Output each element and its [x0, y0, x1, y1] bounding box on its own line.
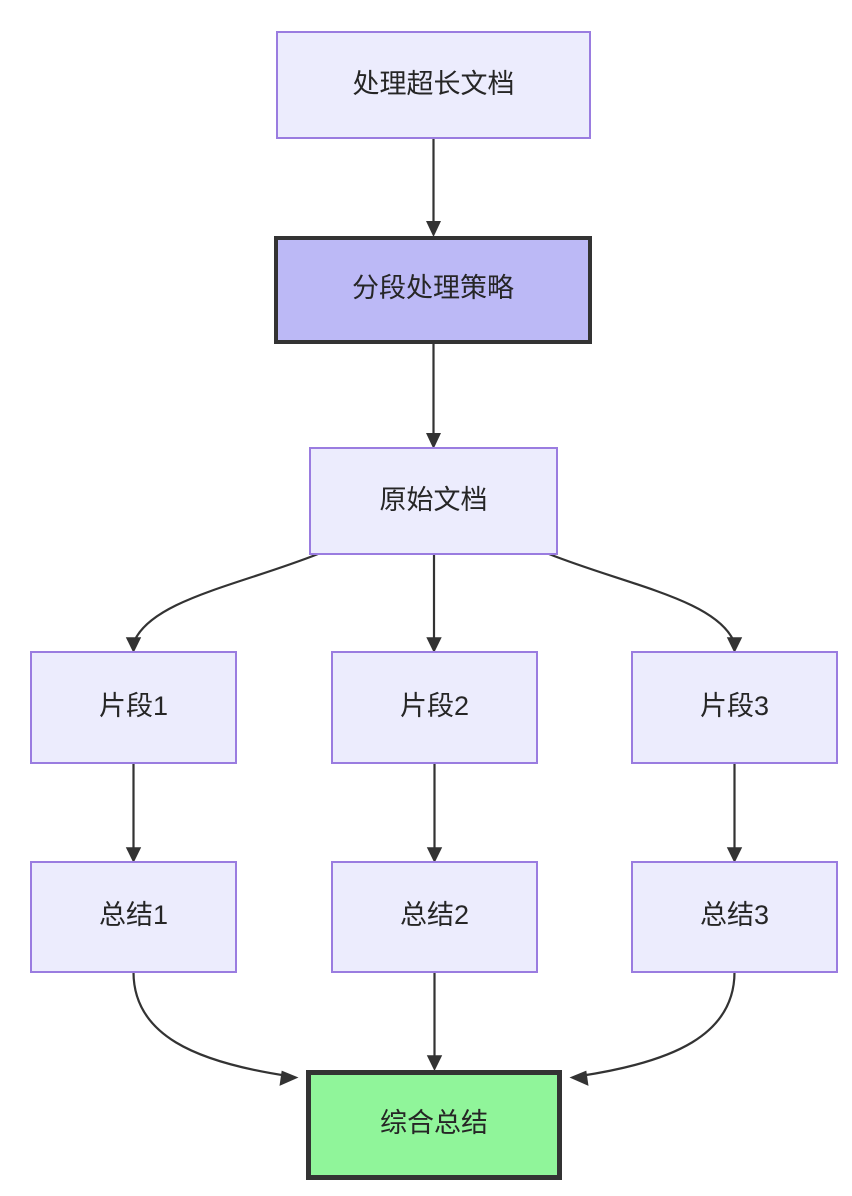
node-long-document[interactable]: 处理超长文档: [276, 31, 591, 139]
node-source-document-box[interactable]: [309, 447, 558, 555]
node-fragment-3[interactable]: 片段3: [631, 651, 838, 764]
node-final-summary-box[interactable]: [306, 1070, 562, 1180]
node-fragment-3-box[interactable]: [631, 651, 838, 764]
node-summary-3-box[interactable]: [631, 861, 838, 973]
node-final-summary-label: 综合总结: [380, 1108, 488, 1138]
node-chunk-strategy-box[interactable]: [274, 236, 592, 344]
node-layer: 处理超长文档 分段处理策略 原始文档 片段1 片段2 片段3: [30, 31, 838, 1180]
edge-long-document-to-chunk-strategy: [426, 138, 441, 237]
edge-summary-2-to-final-summary: [426, 972, 443, 1071]
edge-layer: [125, 138, 743, 1086]
edge-fragment-3-to-summary-3: [726, 763, 743, 863]
node-fragment-3-label: 片段3: [700, 691, 769, 721]
node-final-summary[interactable]: 综合总结: [306, 1070, 562, 1180]
edge-source-document-to-fragment-3: [548, 552, 743, 653]
edge-fragment-2-to-summary-2: [426, 763, 443, 863]
node-fragment-2[interactable]: 片段2: [331, 651, 538, 764]
node-summary-1-box[interactable]: [30, 861, 237, 973]
node-summary-1-label: 总结1: [99, 900, 168, 930]
node-summary-2-label: 总结2: [400, 900, 469, 930]
node-fragment-1-label: 片段1: [99, 691, 168, 721]
node-source-document[interactable]: 原始文档: [309, 447, 558, 555]
node-fragment-2-label: 片段2: [400, 691, 469, 721]
node-summary-3-label: 总结3: [700, 900, 769, 930]
edge-source-document-to-fragment-2: [426, 554, 442, 653]
edge-summary-1-to-final-summary: [132, 971, 299, 1086]
node-summary-3[interactable]: 总结3: [631, 861, 838, 973]
node-chunk-strategy[interactable]: 分段处理策略: [274, 236, 592, 344]
node-summary-2[interactable]: 总结2: [331, 861, 538, 973]
node-fragment-2-box[interactable]: [331, 651, 538, 764]
node-fragment-1[interactable]: 片段1: [30, 651, 237, 764]
node-long-document-box[interactable]: [276, 31, 591, 139]
node-summary-2-box[interactable]: [331, 861, 538, 973]
edge-summary-3-to-final-summary: [569, 971, 736, 1086]
node-long-document-label: 处理超长文档: [353, 69, 515, 99]
node-chunk-strategy-label: 分段处理策略: [352, 273, 514, 303]
edge-fragment-1-to-summary-1: [125, 763, 142, 863]
edge-chunk-strategy-to-source-document: [426, 344, 441, 449]
edge-source-document-to-fragment-1: [125, 552, 319, 653]
node-fragment-1-box[interactable]: [30, 651, 237, 764]
node-summary-1[interactable]: 总结1: [30, 861, 237, 973]
node-source-document-label: 原始文档: [380, 485, 488, 515]
